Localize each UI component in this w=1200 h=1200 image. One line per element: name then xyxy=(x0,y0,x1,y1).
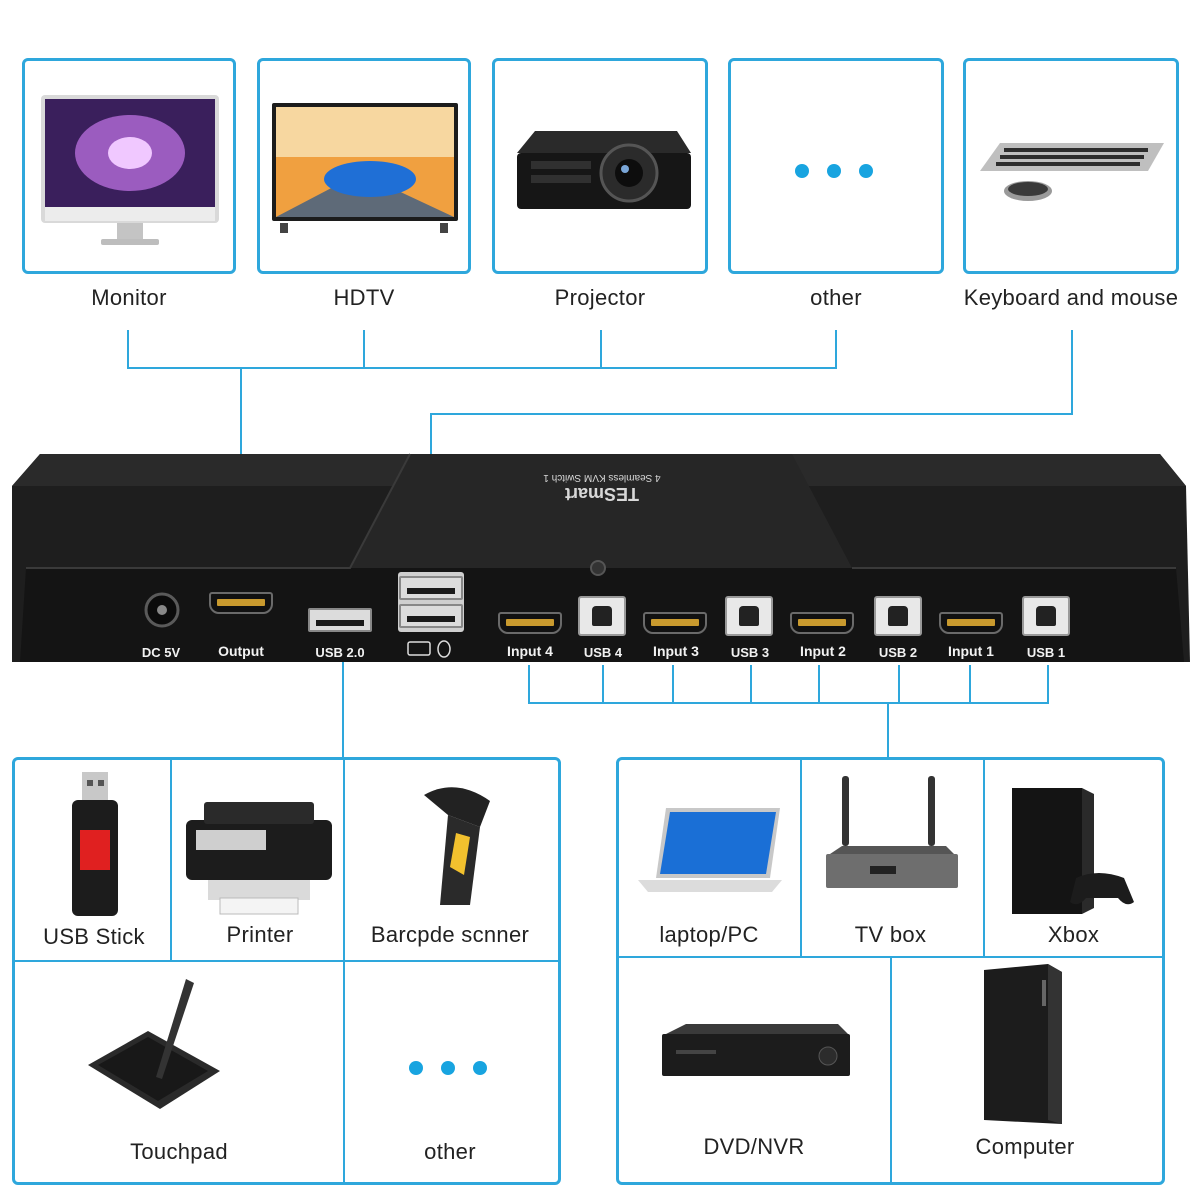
device-brand: TESmart xyxy=(564,484,640,504)
port-label-input4: Input 4 xyxy=(507,643,553,659)
device-model: 4 Seamless KVM Switch 1 xyxy=(543,472,661,483)
usb-label-printer: Printer xyxy=(226,922,294,947)
port-label-usb20: USB 2.0 xyxy=(315,645,365,660)
monitor-icon xyxy=(41,95,219,245)
port-label-usb3: USB 3 xyxy=(730,645,770,660)
more-dots-icon xyxy=(795,164,873,178)
computer-tower-icon xyxy=(984,964,1062,1124)
tv-box-icon xyxy=(826,776,958,888)
device-brand-plate: TESmart 4 Seamless KVM Switch 1 xyxy=(442,470,762,504)
usb2-port xyxy=(874,596,922,636)
usb20-port xyxy=(308,608,372,632)
laptop-icon xyxy=(638,808,782,892)
usb-stick-icon xyxy=(72,772,118,916)
projector-icon xyxy=(517,131,691,209)
port-label-input2: Input 2 xyxy=(800,643,846,659)
keyboard-mouse-icon xyxy=(980,143,1164,201)
source-label-xbox: Xbox xyxy=(1047,922,1100,947)
port-label-input1: Input 1 xyxy=(948,643,994,659)
touchpad-icon xyxy=(88,979,220,1109)
keyboard-usb-port xyxy=(399,576,463,600)
usb-label-other: other xyxy=(424,1139,476,1164)
usb-label-barcode-scanner: Barcpde scnner xyxy=(370,922,530,947)
usb4-port xyxy=(578,596,626,636)
port-label-input3: Input 3 xyxy=(653,643,699,659)
output-label-other: other xyxy=(810,285,862,310)
output-box-other xyxy=(728,58,944,274)
source-label-dvd-nvr: DVD/NVR xyxy=(703,1134,805,1159)
input1-hdmi-port xyxy=(939,612,1003,634)
source-label-laptop: laptop/PC xyxy=(659,922,759,947)
output-box-monitor xyxy=(22,58,236,274)
printer-icon xyxy=(186,802,332,915)
kvm-switch-device: TESmart 4 Seamless KVM Switch 1 DC 5V Ou… xyxy=(10,448,1192,666)
output-label-monitor: Monitor xyxy=(91,285,167,310)
output-box-hdtv xyxy=(257,58,471,274)
port-label-dc: DC 5V xyxy=(141,645,181,660)
input4-hdmi-port xyxy=(498,612,562,634)
usb3-port xyxy=(725,596,773,636)
output-label-hdtv: HDTV xyxy=(333,285,395,310)
more-dots-icon xyxy=(409,1061,487,1075)
output-label-keyboard-mouse: Keyboard and mouse xyxy=(963,285,1179,310)
port-label-usb2: USB 2 xyxy=(878,645,918,660)
hdtv-icon xyxy=(272,103,458,233)
keyboard-mouse-port-icon xyxy=(407,640,451,658)
usb1-port xyxy=(1022,596,1070,636)
mouse-usb-port xyxy=(399,604,463,628)
usb-label-touchpad: Touchpad xyxy=(130,1139,228,1164)
port-label-usb4: USB 4 xyxy=(583,645,623,660)
source-label-tv-box: TV box xyxy=(854,922,927,947)
output-hdmi-port xyxy=(209,592,273,614)
port-label-output: Output xyxy=(218,643,264,659)
console-icon xyxy=(1012,788,1134,914)
output-label-projector: Projector xyxy=(554,285,646,310)
dvd-nvr-icon xyxy=(662,1024,850,1076)
usb-label-usb-stick: USB Stick xyxy=(43,924,145,949)
input3-hdmi-port xyxy=(643,612,707,634)
port-label-usb1: USB 1 xyxy=(1026,645,1066,660)
barcode-scanner-icon xyxy=(424,787,490,905)
output-box-projector xyxy=(492,58,708,274)
input2-hdmi-port xyxy=(790,612,854,634)
source-label-computer: Computer xyxy=(975,1134,1075,1159)
output-box-keyboard-mouse xyxy=(963,58,1179,274)
